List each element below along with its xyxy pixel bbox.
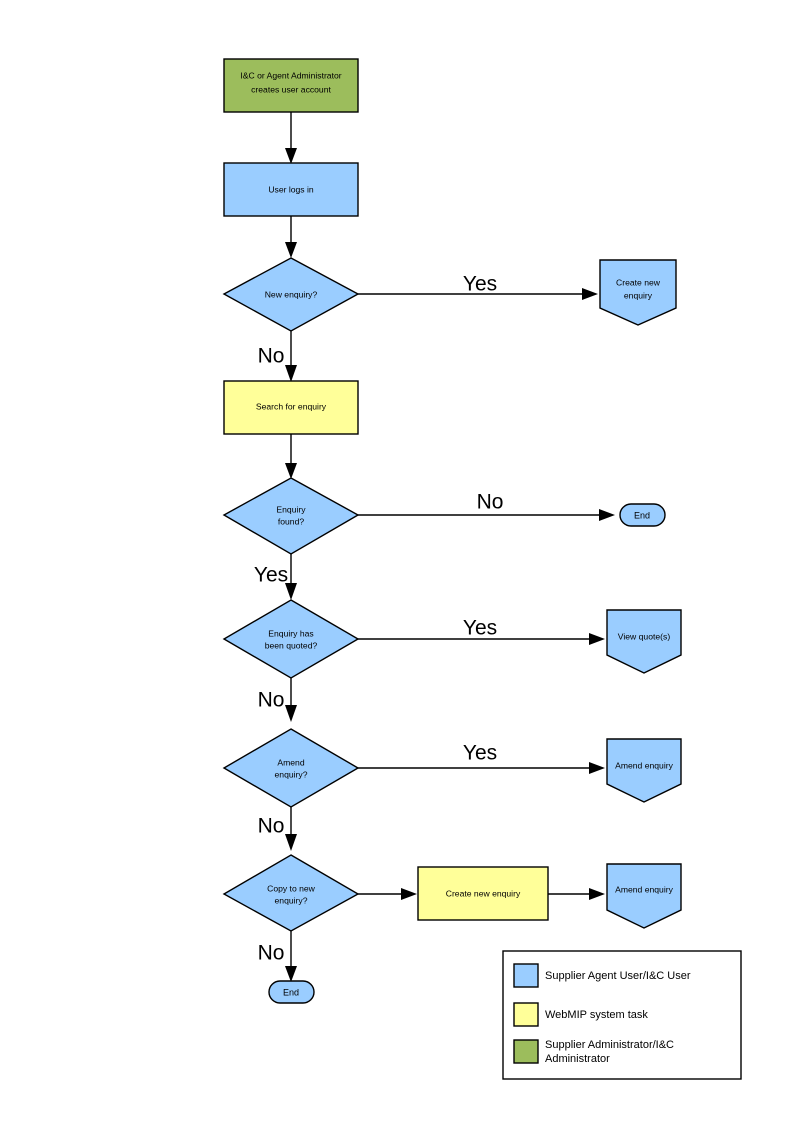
enquiry-found-decision-label-line2: found? — [278, 516, 305, 526]
arrowhead-copy-no — [285, 966, 297, 982]
arrowhead-found-no — [599, 509, 615, 521]
user-logs-in-shape[interactable] — [223, 162, 359, 217]
amend-enquiry-decision-label-line1: Amend — [277, 757, 304, 767]
node-create-new-enquiry-top[interactable]: Create new enquiry — [599, 259, 677, 326]
enquiry-found-decision-label-line1: Enquiry — [276, 504, 306, 514]
branch-label-new-enquiry-no: No — [258, 345, 285, 368]
arrowhead-admin-to-login — [285, 148, 297, 164]
end-bottom-shape[interactable] — [268, 980, 315, 1004]
arrowhead-amend-no — [285, 834, 297, 851]
arrowhead-found-yes — [285, 583, 297, 600]
arrowhead-copy-to-create — [401, 888, 417, 900]
enquiry-quoted-decision-label-line1: Enquiry has — [268, 628, 313, 638]
admin-creates-account-label-line2: creates user account — [251, 84, 331, 94]
arrowhead-create-to-amend — [589, 888, 605, 900]
arrowhead-newenquiry-yes — [582, 288, 598, 300]
node-copy-to-new-enquiry-decision[interactable]: Copy to new enquiry? — [222, 854, 360, 932]
branch-label-new-enquiry-yes: Yes — [463, 273, 497, 296]
node-search-for-enquiry[interactable]: Search for enquiry — [223, 380, 359, 435]
node-enquiry-quoted-decision[interactable]: Enquiry has been quoted? — [222, 599, 360, 679]
legend-label-webmip-task: WebMIP system task — [545, 1009, 648, 1021]
legend-swatch-supplier-admin — [513, 1039, 539, 1064]
node-amend-enquiry-action[interactable]: Amend enquiry — [606, 738, 682, 803]
node-view-quotes[interactable]: View quote(s) — [606, 609, 682, 674]
enquiry-found-decision-shape[interactable] — [222, 477, 360, 555]
create-new-enquiry-top-shape[interactable] — [599, 259, 677, 326]
node-admin-creates-account[interactable]: I&C or Agent Administrator creates user … — [223, 58, 359, 113]
copy-to-new-enquiry-decision-shape[interactable] — [222, 854, 360, 932]
arrowhead-amend-yes — [589, 762, 605, 774]
node-end-bottom[interactable]: End — [268, 980, 315, 1004]
enquiry-quoted-decision-label-line2: been quoted? — [265, 640, 318, 650]
create-new-enquiry-top-label-line1: Create new — [616, 277, 661, 287]
new-enquiry-decision-label: New enquiry? — [265, 289, 318, 299]
arrowhead-login-to-newenquiry — [285, 242, 297, 258]
edges-layer — [285, 112, 615, 982]
view-quotes-shape[interactable] — [606, 609, 682, 674]
node-end-top[interactable]: End — [619, 503, 666, 527]
user-logs-in-label: User logs in — [268, 184, 314, 194]
branch-label-found-no: No — [477, 491, 504, 514]
create-new-enquiry-top-label-line2: enquiry — [624, 290, 653, 300]
node-user-logs-in[interactable]: User logs in — [223, 162, 359, 217]
legend-border — [502, 950, 742, 1080]
search-for-enquiry-label: Search for enquiry — [256, 401, 327, 411]
branch-label-copy-no: No — [258, 942, 285, 965]
node-enquiry-found-decision[interactable]: Enquiry found? — [222, 477, 360, 555]
arrowhead-quoted-no — [285, 705, 297, 722]
amend-enquiry-action-label: Amend enquiry — [615, 760, 674, 770]
branch-labels-layer: Yes No No Yes Yes No Yes No No — [254, 273, 504, 965]
copy-to-new-enquiry-decision-label-line1: Copy to new — [267, 883, 316, 893]
amend-enquiry-bottom-label: Amend enquiry — [615, 884, 674, 894]
legend-label-supplier-agent: Supplier Agent User/I&C User — [545, 970, 691, 982]
branch-label-amend-yes: Yes — [463, 742, 497, 765]
admin-creates-account-shape[interactable] — [223, 58, 359, 113]
new-enquiry-decision-shape[interactable] — [222, 257, 360, 332]
legend-label-supplier-admin-line1: Supplier Administrator/I&C — [545, 1039, 674, 1051]
legend-swatch-webmip-task — [513, 1002, 539, 1027]
amend-enquiry-decision-shape[interactable] — [222, 728, 360, 808]
end-top-label: End — [634, 510, 650, 520]
admin-creates-account-label-line1: I&C or Agent Administrator — [240, 70, 341, 80]
view-quotes-label: View quote(s) — [618, 631, 671, 641]
amend-enquiry-decision-label-line2: enquiry? — [275, 769, 308, 779]
node-create-new-enquiry-bottom[interactable]: Create new enquiry — [417, 866, 549, 921]
end-top-shape[interactable] — [619, 503, 666, 527]
branch-label-quoted-no: No — [258, 689, 285, 712]
amend-enquiry-action-shape[interactable] — [606, 738, 682, 803]
branch-label-found-yes: Yes — [254, 564, 288, 587]
enquiry-quoted-decision-shape[interactable] — [222, 599, 360, 679]
node-amend-enquiry-decision[interactable]: Amend enquiry? — [222, 728, 360, 808]
end-bottom-label: End — [283, 987, 299, 997]
arrowhead-quoted-yes — [589, 633, 605, 645]
legend: Supplier Agent User/I&C User WebMIP syst… — [502, 950, 742, 1080]
node-amend-enquiry-bottom[interactable]: Amend enquiry — [606, 863, 682, 929]
arrowhead-newenquiry-no — [285, 365, 297, 382]
amend-enquiry-bottom-shape[interactable] — [606, 863, 682, 929]
create-new-enquiry-bottom-label: Create new enquiry — [446, 888, 521, 898]
node-new-enquiry-decision[interactable]: New enquiry? — [222, 257, 360, 332]
legend-label-supplier-admin-line2: Administrator — [545, 1053, 610, 1065]
legend-swatch-supplier-agent — [513, 963, 539, 988]
copy-to-new-enquiry-decision-label-line2: enquiry? — [275, 895, 308, 905]
arrowhead-search-to-found — [285, 463, 297, 479]
search-for-enquiry-shape[interactable] — [223, 380, 359, 435]
create-new-enquiry-bottom-shape[interactable] — [417, 866, 549, 921]
branch-label-amend-no: No — [258, 815, 285, 838]
branch-label-quoted-yes: Yes — [463, 617, 497, 640]
